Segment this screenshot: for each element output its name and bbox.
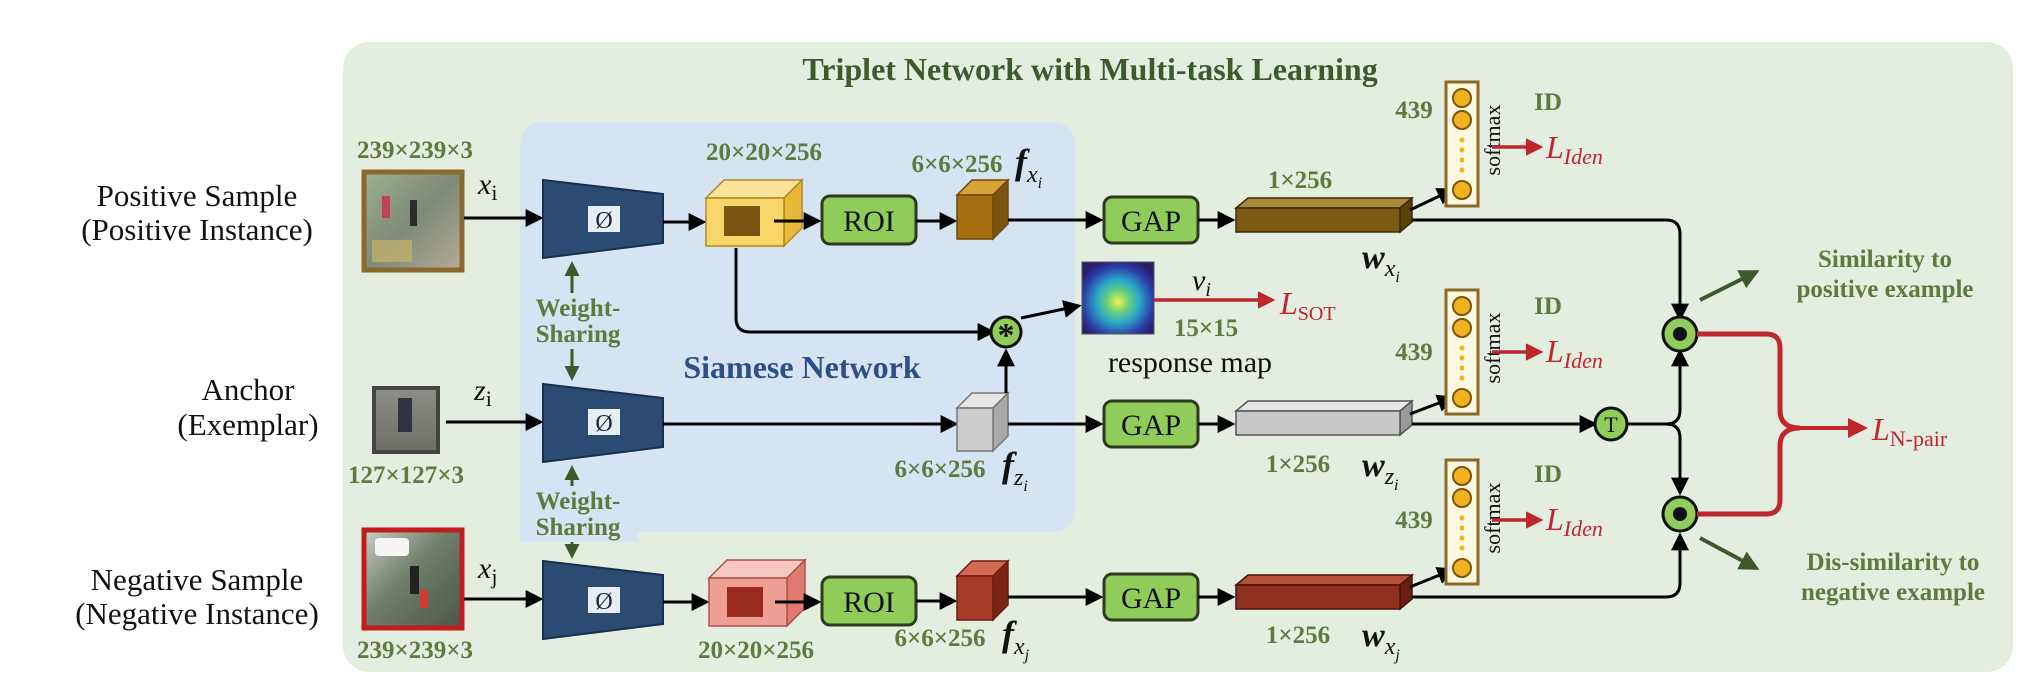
feature-f-xj: fxj <box>1002 614 1030 664</box>
v-i-label: vi <box>1192 264 1211 301</box>
transpose-to-neg-node <box>1665 422 1689 496</box>
var-x-j: xj <box>477 552 497 589</box>
feature-f-xi: fxi <box>1015 142 1042 192</box>
npair-loss: LN-pair <box>1871 411 1948 451</box>
weight-w-zi: wzi <box>1362 447 1398 494</box>
id-label-neg: ID <box>1534 461 1562 488</box>
conv-map-neg <box>707 558 807 628</box>
anchor-size-label: 127×127×3 <box>348 462 464 489</box>
softmax-label-neg: softmax <box>1480 483 1505 554</box>
var-x-i: xi <box>477 168 497 205</box>
embed-size-anchor: 1×256 <box>1266 451 1330 478</box>
negative-sample-label: Negative Sample <box>91 562 304 597</box>
svg-text:ROI: ROI <box>843 586 895 619</box>
classifier-neg <box>1444 458 1480 586</box>
conv-map-pos <box>704 178 804 248</box>
classifier-count-anchor: 439 <box>1395 339 1433 366</box>
conv-to-correlation-path <box>734 248 996 341</box>
iden-loss-neg: LIden <box>1545 501 1603 541</box>
svg-text:GAP: GAP <box>1121 409 1181 442</box>
var-z-i: zi <box>473 374 492 411</box>
gap-box-anchor: GAP <box>1102 399 1200 449</box>
svg-text:*: * <box>998 317 1015 354</box>
pos-to-sim-node <box>1412 218 1689 322</box>
dissimilarity-label-1: Dis-similarity to <box>1807 549 1980 576</box>
response-size-label: 15×15 <box>1174 315 1238 342</box>
siamese-label: Siamese Network <box>683 349 920 385</box>
embed-size-pos: 1×256 <box>1268 167 1332 194</box>
svg-text:GAP: GAP <box>1121 582 1181 615</box>
anchor-image <box>372 386 440 454</box>
pos-conv-size: 20×20×256 <box>706 139 822 166</box>
response-map-label: response map <box>1108 346 1272 379</box>
weight-w-xj: wxj <box>1362 617 1400 664</box>
weight-sharing-bottom-2: Sharing <box>536 514 621 541</box>
id-label-pos: ID <box>1534 89 1562 116</box>
roi-size-pos: 6×6×256 <box>912 151 1003 178</box>
transpose-node: T <box>1593 406 1629 442</box>
svg-text:GAP: GAP <box>1121 205 1181 238</box>
backbone-pos: Ø <box>542 178 664 260</box>
roi-box-pos: ROI <box>820 194 918 246</box>
dissimilarity-node <box>1661 495 1699 533</box>
backbone-neg: Ø <box>542 559 664 641</box>
embedding-vector-anchor <box>1233 399 1415 437</box>
positive-size-label: 239×239×3 <box>357 137 473 164</box>
neg-to-dissim-node <box>1412 532 1689 599</box>
positive-sample-label: Positive Sample <box>97 178 298 213</box>
similarity-label-1: Similarity to <box>1818 246 1952 273</box>
anchor-label: Anchor <box>202 372 296 407</box>
weight-sharing-bottom-1: Weight- <box>536 488 621 515</box>
negative-image <box>361 527 465 631</box>
roi-box-neg: ROI <box>820 575 918 627</box>
id-label-anchor: ID <box>1534 293 1562 320</box>
positive-image <box>361 169 465 273</box>
neg-conv-size: 20×20×256 <box>698 637 814 664</box>
weight-sharing-top-1: Weight- <box>536 295 621 322</box>
similarity-node <box>1661 315 1699 353</box>
weight-w-xi: wxi <box>1362 239 1400 286</box>
gap-box-neg: GAP <box>1102 572 1200 622</box>
positive-instance-label: (Positive Instance) <box>81 212 313 247</box>
svg-text:Ø: Ø <box>595 411 612 437</box>
classifier-count-neg: 439 <box>1395 507 1433 534</box>
embedding-vector-neg <box>1233 573 1415 611</box>
panel-title: Triplet Network with Multi-task Learning <box>802 51 1377 87</box>
similarity-label-2: positive example <box>1796 276 1973 303</box>
iden-loss-anchor: LIden <box>1545 333 1603 373</box>
dissimilarity-label-2: negative example <box>1801 579 1985 606</box>
roi-size-anchor: 6×6×256 <box>895 456 986 483</box>
softmax-label-pos: softmax <box>1480 105 1505 176</box>
sot-loss: LSOT <box>1279 285 1336 325</box>
classifier-count-pos: 439 <box>1395 97 1433 124</box>
embed-size-neg: 1×256 <box>1266 622 1330 649</box>
negative-instance-label: (Negative Instance) <box>75 596 319 631</box>
backbone-anchor: Ø <box>542 382 664 464</box>
gap-box-pos: GAP <box>1102 195 1200 245</box>
response-map <box>1081 261 1155 335</box>
correlation-node: * <box>989 315 1023 354</box>
classifier-anchor <box>1444 288 1480 416</box>
embedding-vector-pos <box>1233 196 1415 234</box>
svg-text:ROI: ROI <box>843 205 895 238</box>
negative-size-label: 239×239×3 <box>357 637 473 664</box>
exemplar-label: (Exemplar) <box>177 407 318 442</box>
svg-text:Ø: Ø <box>595 589 612 615</box>
svg-text:T: T <box>1604 412 1618 437</box>
svg-text:Ø: Ø <box>595 208 612 234</box>
roi-feature-anchor <box>955 391 1010 453</box>
roi-feature-neg <box>955 559 1010 622</box>
roi-feature-pos <box>955 178 1010 241</box>
feature-f-zi: fzi <box>1002 445 1028 495</box>
iden-loss-pos: LIden <box>1545 129 1603 169</box>
roi-size-neg: 6×6×256 <box>895 625 986 652</box>
softmax-label-anchor: softmax <box>1480 313 1505 384</box>
classifier-pos <box>1444 80 1480 208</box>
weight-sharing-top-2: Sharing <box>536 321 621 348</box>
